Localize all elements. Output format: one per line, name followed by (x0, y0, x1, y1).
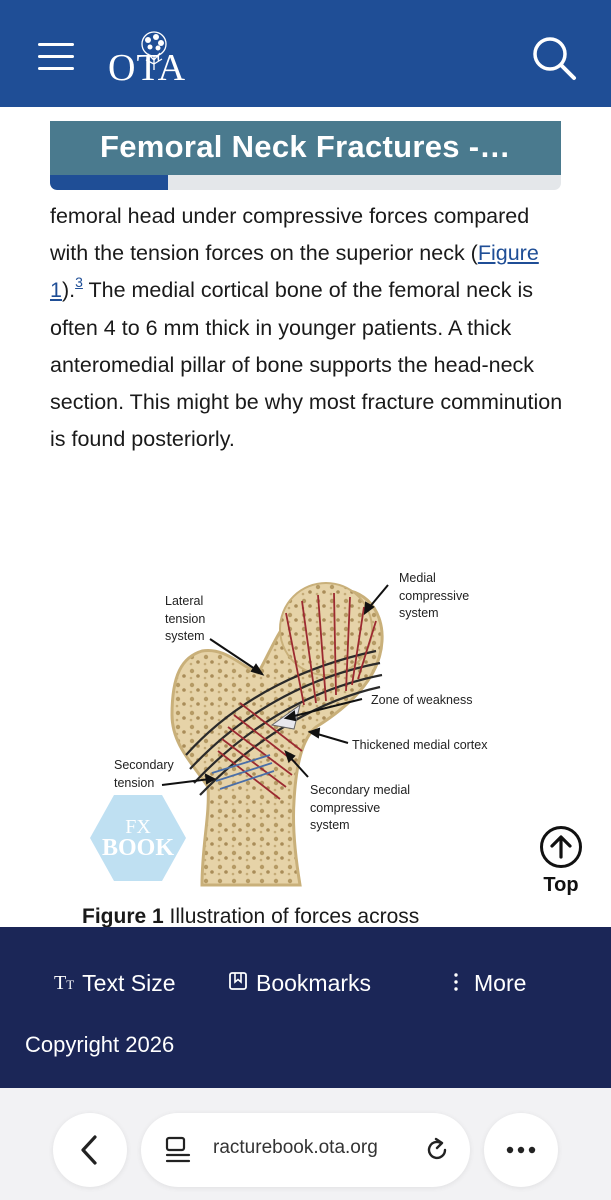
reading-progress-fill (50, 175, 168, 190)
ota-logo[interactable]: OTA (108, 30, 192, 89)
watermark-text: FX (125, 816, 151, 838)
scroll-top-label: Top (543, 874, 579, 896)
fxbook-watermark-logo: FX BOOK (90, 793, 186, 883)
watermark-text: BOOK (102, 835, 174, 861)
back-button[interactable] (53, 1113, 127, 1187)
chapter-title: Femoral Neck Fractures -… (100, 129, 511, 164)
label-line: tension (165, 611, 206, 626)
bookmark-icon (228, 970, 248, 997)
more-button[interactable]: More (454, 968, 526, 998)
label-zone-of-weakness: Zone of weakness (371, 693, 473, 707)
article-paragraph: femoral head under compressive forces co… (50, 198, 570, 458)
label-line: system (399, 606, 439, 620)
label-line: Lateral (165, 594, 204, 608)
label-line: system (165, 629, 205, 643)
tree-icon (141, 31, 167, 70)
chapter-title-bar: Femoral Neck Fractures -… (50, 121, 561, 175)
search-icon[interactable] (530, 34, 578, 82)
caption-label: Figure 1 (82, 905, 164, 927)
label-lateral-tension: Lateral tension system (165, 593, 205, 646)
text-size-icon: TT (54, 971, 75, 994)
label-line: system (310, 818, 350, 832)
app-header: OTA (0, 0, 611, 107)
vertical-ellipsis-icon (454, 970, 458, 997)
label-line: compressive (399, 588, 470, 603)
bookmarks-label: Bookmarks (256, 969, 372, 996)
label-secondary-medial-compressive: Secondary medial compressive system (310, 782, 410, 835)
text-size-label: Text Size (82, 969, 176, 996)
label-line: Secondary medial (310, 783, 411, 797)
copyright-text: Copyright 2026 (25, 1032, 175, 1057)
label-line: Medial (399, 571, 436, 585)
scroll-top-button[interactable]: Top (538, 826, 584, 900)
label-line: Secondary (114, 758, 174, 772)
citation-ref[interactable]: 3 (75, 274, 83, 290)
paragraph-text: ). (61, 278, 76, 303)
url-bar[interactable]: racturebook.ota.org (141, 1113, 470, 1187)
paragraph-text: The medial cortical bone of the femoral … (50, 278, 563, 452)
ellipsis-icon (506, 1146, 536, 1154)
more-label: More (474, 969, 527, 996)
browser-bar: racturebook.ota.org (0, 1088, 611, 1200)
femur-force-figure[interactable]: Medial compressive system Lateral tensio… (90, 555, 520, 895)
reader-mode-icon[interactable] (163, 1135, 193, 1165)
label-thickened-medial-cortex: Thickened medial cortex (352, 738, 488, 752)
browser-more-button[interactable] (484, 1113, 558, 1187)
bookmarks-button[interactable]: Bookmarks (228, 968, 371, 998)
figure-caption: Figure 1 Illustration of forces across (82, 905, 419, 927)
citation-link[interactable]: 3 (75, 274, 83, 291)
reading-progress-bar (50, 175, 561, 190)
reader-toolbar: TT Text Size Bookmarks More Copyright 20… (0, 927, 611, 1088)
text-size-button[interactable]: TT Text Size (54, 968, 176, 998)
label-line: tension (114, 775, 155, 790)
logo-text: OTA (108, 47, 187, 89)
hamburger-menu-icon[interactable] (38, 43, 74, 71)
reload-icon[interactable] (422, 1135, 452, 1165)
chevron-left-icon (81, 1135, 97, 1165)
figure-1-link[interactable]: Figure 1 (50, 241, 539, 303)
label-medial-compressive: Medial compressive system (399, 570, 469, 623)
arrow-up-circle-icon (540, 826, 582, 868)
label-line: compressive (310, 800, 381, 815)
paragraph-text: femoral head under compressive forces co… (50, 204, 530, 266)
femur-illustration (161, 582, 389, 887)
url-text: racturebook.ota.org (213, 1137, 378, 1158)
caption-text: Illustration of forces across (163, 905, 420, 927)
